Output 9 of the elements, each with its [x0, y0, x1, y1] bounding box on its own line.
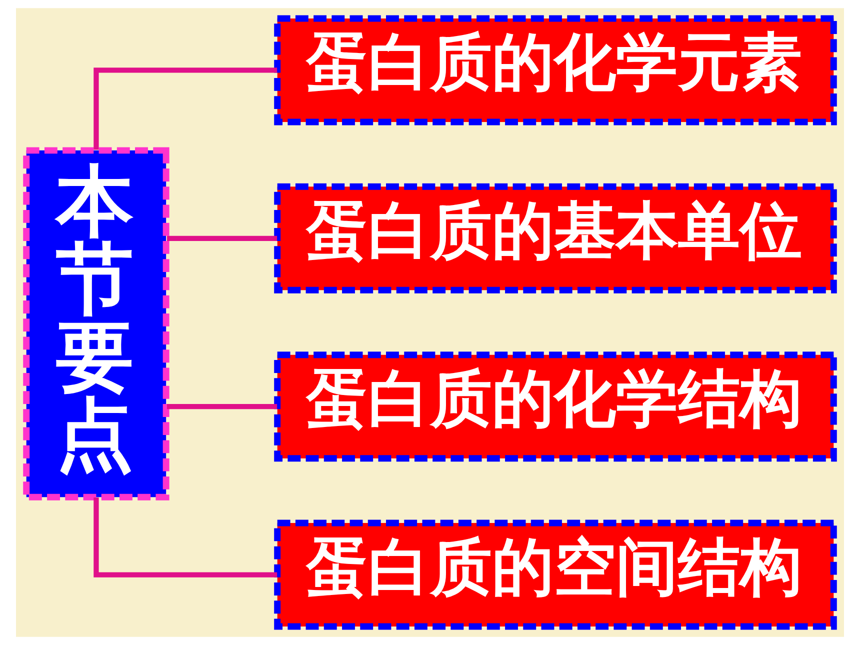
connector	[94, 68, 278, 150]
connector	[166, 404, 278, 410]
node-box: 蛋白质的化学元素	[274, 15, 837, 126]
node-box: 蛋白质的空间结构	[274, 520, 837, 630]
node-box: 本节要点	[23, 147, 170, 500]
node-box: 蛋白质的化学结构	[274, 352, 837, 462]
connector	[94, 497, 278, 578]
node-box: 蛋白质的基本单位	[274, 183, 837, 294]
connector	[166, 236, 278, 241]
